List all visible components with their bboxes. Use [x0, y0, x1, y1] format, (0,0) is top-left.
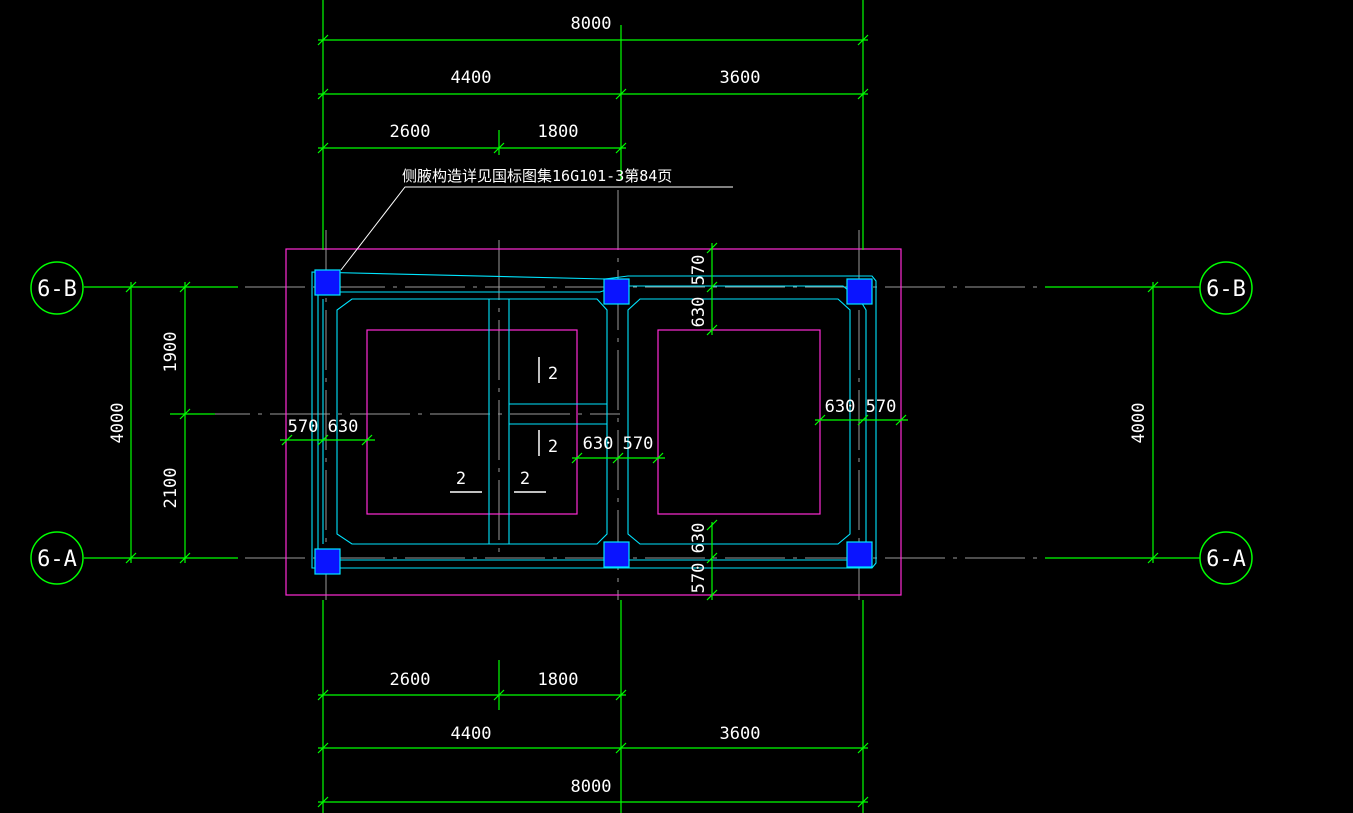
left-cell-inner — [336, 298, 608, 545]
pit-outline — [285, 248, 902, 596]
tick — [615, 689, 627, 701]
tick — [179, 408, 191, 420]
tick — [125, 552, 137, 564]
tick — [706, 281, 718, 293]
tick — [317, 796, 329, 808]
dim-label-top-1800: 1800 — [538, 122, 579, 142]
tick — [895, 414, 907, 426]
axis-bubble-left-6a — [30, 531, 84, 585]
tick — [857, 88, 869, 100]
tick — [615, 88, 627, 100]
dim-label-bottom-total: 8000 — [571, 777, 612, 797]
tick — [361, 434, 373, 446]
walls — [311, 271, 877, 569]
axis-bubbles — [30, 261, 1253, 585]
tick — [317, 689, 329, 701]
tick — [317, 742, 329, 754]
note-text: 侧腋构造详见国标图集16G101-3第84页 — [402, 167, 672, 185]
tick — [652, 452, 664, 464]
center-lines — [85, 190, 1200, 600]
column-top-left — [314, 269, 341, 296]
axis-label-left-6b: 6-B — [37, 277, 77, 302]
dimension-lines — [84, 0, 1200, 813]
tick — [857, 796, 869, 808]
columns — [314, 269, 873, 575]
tick — [814, 414, 826, 426]
tick — [612, 452, 624, 464]
right-cell-inner — [627, 298, 851, 545]
tick — [317, 434, 329, 446]
section-mark-lower-label: 2 — [548, 437, 558, 457]
right-inner-opening — [657, 329, 821, 515]
tick — [706, 552, 718, 564]
axis-bubble-right-6b — [1199, 261, 1253, 315]
section-mark-left-label: 2 — [456, 469, 466, 489]
dim-label-mid-570-center: 570 — [623, 434, 654, 454]
dim-label-top-2600: 2600 — [390, 122, 431, 142]
dim-label-top-4400: 4400 — [451, 68, 492, 88]
text-labels: 6-B 6-A 6-B 6-A 8000 4400 3600 2600 1800… — [37, 14, 1246, 797]
tick — [615, 742, 627, 754]
dim-label-top-total: 8000 — [571, 14, 612, 34]
tick — [706, 519, 718, 531]
axis-label-right-6a: 6-A — [1206, 547, 1246, 572]
tick — [1147, 281, 1159, 293]
note-leader — [340, 186, 733, 271]
column-bottom-left — [314, 548, 341, 575]
tick — [706, 242, 718, 254]
tick — [493, 142, 505, 154]
dim-label-bottom-2600: 2600 — [390, 670, 431, 690]
tick — [1147, 552, 1159, 564]
tick — [615, 142, 627, 154]
axis-label-left-6a: 6-A — [37, 547, 77, 572]
tick — [317, 34, 329, 46]
axis-bubble-left-6b — [30, 261, 84, 315]
dim-label-mid-630-left: 630 — [328, 417, 359, 437]
dim-label-mid-630-right: 630 — [825, 397, 856, 417]
section-mark-right-label: 2 — [520, 469, 530, 489]
column-bottom-right — [846, 541, 873, 568]
dim-label-left-1900: 1900 — [161, 332, 181, 373]
dim-label-vert-630-top: 630 — [689, 297, 709, 328]
dim-label-vert-570-top: 570 — [689, 255, 709, 286]
dim-label-bottom-3600: 3600 — [720, 724, 761, 744]
tick — [706, 324, 718, 336]
dim-label-bottom-4400: 4400 — [451, 724, 492, 744]
tick — [706, 589, 718, 601]
section-mark-upper-label: 2 — [548, 364, 558, 384]
outer-wall-inner — [317, 278, 867, 561]
tick — [179, 281, 191, 293]
tick — [317, 142, 329, 154]
note-leader-line — [340, 186, 733, 271]
dim-label-mid-630-center: 630 — [583, 434, 614, 454]
axis-label-right-6b: 6-B — [1206, 277, 1246, 302]
tick — [125, 281, 137, 293]
dim-label-top-3600: 3600 — [720, 68, 761, 88]
dim-label-mid-570-left: 570 — [288, 417, 319, 437]
dim-label-mid-570-right: 570 — [866, 397, 897, 417]
outer-wall-outline — [311, 271, 877, 569]
dim-label-right-total: 4000 — [1129, 403, 1149, 444]
tick — [493, 689, 505, 701]
dim-label-bottom-1800: 1800 — [538, 670, 579, 690]
tick — [317, 88, 329, 100]
dim-label-left-2100: 2100 — [161, 468, 181, 509]
tick — [571, 452, 583, 464]
column-top-right — [846, 278, 873, 305]
column-top-mid — [603, 278, 630, 305]
tick — [857, 414, 869, 426]
dim-label-vert-570-bottom: 570 — [689, 563, 709, 594]
column-bottom-mid — [603, 541, 630, 568]
tick — [857, 34, 869, 46]
dim-label-vert-630-bottom: 630 — [689, 523, 709, 554]
left-inner-opening — [366, 329, 578, 515]
boundaries — [285, 248, 902, 596]
tick — [179, 552, 191, 564]
tick — [281, 434, 293, 446]
tick — [857, 742, 869, 754]
dim-label-left-total: 4000 — [108, 403, 128, 444]
axis-bubble-right-6a — [1199, 531, 1253, 585]
section-marks-lines — [450, 357, 546, 493]
